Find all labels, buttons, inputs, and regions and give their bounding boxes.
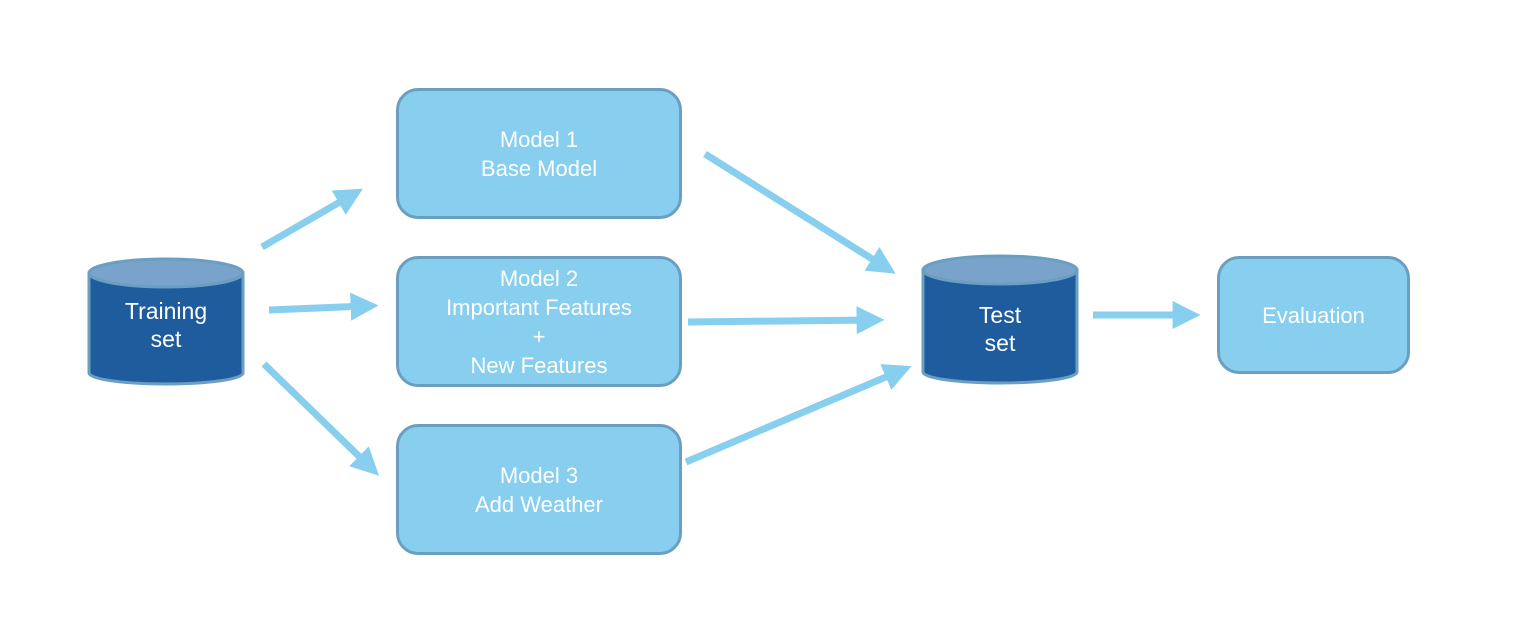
model2-subtitle-plus: + (532, 323, 546, 349)
model1-box: Model 1 Base Model (396, 88, 682, 219)
arrow-training-to-model1 (260, 188, 363, 251)
test-set-cylinder-top (921, 254, 1079, 286)
training-set-node: Training set (89, 290, 243, 360)
arrow-model3-to-test (684, 364, 912, 466)
model3-title: Model 3 (499, 462, 579, 488)
test-set-node: Test set (923, 294, 1077, 364)
model2-title: Model 2 (499, 265, 579, 291)
model2-subtitle-line1: Important Features (446, 294, 632, 320)
training-set-cylinder-body (87, 271, 245, 386)
training-set-label-line2: set (150, 326, 182, 352)
training-set-label-line1: Training (124, 298, 208, 324)
arrows (260, 151, 1201, 476)
evaluation-box: Evaluation (1217, 256, 1410, 374)
test-set-cylinder (921, 254, 1079, 385)
test-set-label-line2: set (984, 330, 1016, 356)
arrow-training-to-model2 (268, 292, 379, 321)
arrow-training-to-model3 (261, 361, 380, 476)
model3-box: Model 3 Add Weather (396, 424, 682, 555)
training-set-cylinder (87, 257, 245, 386)
arrow-model1-to-test (703, 151, 896, 274)
model2-box: Model 2 Important Features + New Feature… (396, 256, 682, 387)
arrow-model2-to-test (687, 306, 885, 335)
model1-subtitle: Base Model (480, 155, 598, 181)
evaluation-label: Evaluation (1262, 302, 1365, 328)
model1-title: Model 1 (499, 126, 579, 152)
model2-subtitle-line2: New Features (470, 352, 608, 378)
test-set-label-line1: Test (978, 302, 1022, 328)
test-set-cylinder-body (921, 268, 1079, 385)
model3-subtitle: Add Weather (474, 491, 603, 517)
training-set-cylinder-top (87, 257, 245, 289)
